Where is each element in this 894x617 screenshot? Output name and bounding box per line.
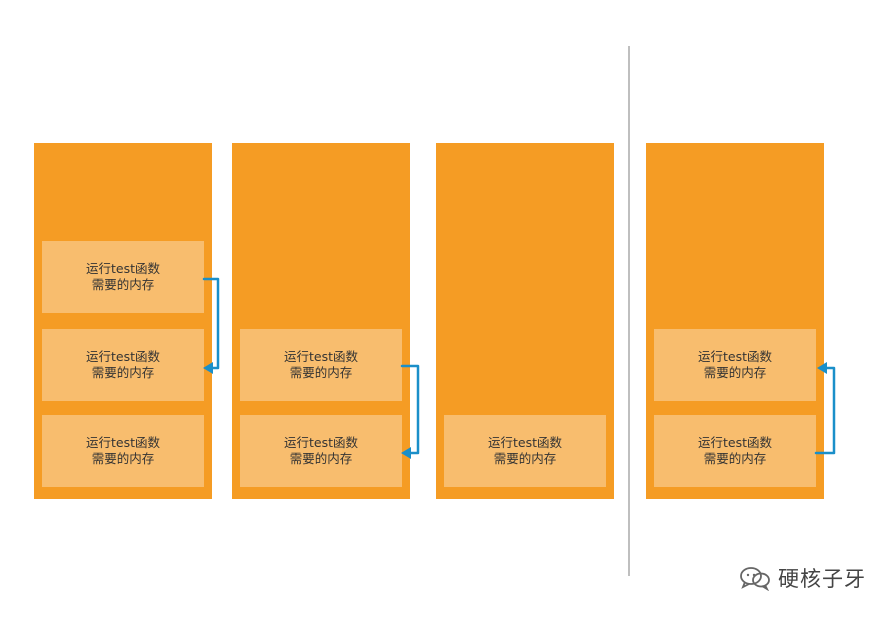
frame-label-line1: 运行test函数 [697,435,772,450]
frame-label-line2: 需要的内存 [289,365,353,380]
frame-label-line1: 运行test函数 [283,435,358,450]
frame-label-line1: 运行test函数 [85,435,160,450]
arrowhead-1 [203,362,213,374]
memory-frame: 运行test函数 需要的内存 [654,415,816,487]
memory-frame: 运行test函数 需要的内存 [444,415,606,487]
stack-column-3: 运行test函数 需要的内存 [436,143,614,499]
frame-label-line2: 需要的内存 [289,451,353,466]
frame-label-line1: 运行test函数 [697,349,772,364]
memory-frame: 运行test函数 需要的内存 [42,415,204,487]
stack-column-1: 运行test函数 需要的内存 运行test函数 需要的内存 运行test函数 需… [34,143,212,499]
memory-frame: 运行test函数 需要的内存 [42,241,204,313]
memory-frame: 运行test函数 需要的内存 [240,329,402,401]
return-arrow-2 [400,364,420,455]
stack-column-4: 运行test函数 需要的内存 运行test函数 需要的内存 [646,143,824,499]
frame-label-line2: 需要的内存 [703,365,767,380]
wechat-icon [740,567,770,591]
return-arrow-1 [202,277,220,370]
call-arrow-3 [814,366,836,455]
watermark-text: 硬核子牙 [778,567,866,591]
arrowhead-3 [817,362,827,374]
memory-frame: 运行test函数 需要的内存 [42,329,204,401]
memory-frame: 运行test函数 需要的内存 [240,415,402,487]
frame-label-line1: 运行test函数 [283,349,358,364]
memory-frame: 运行test函数 需要的内存 [654,329,816,401]
frame-label-line2: 需要的内存 [493,451,557,466]
frame-label-line2: 需要的内存 [91,451,155,466]
arrowhead-2 [401,447,411,459]
frame-label-line2: 需要的内存 [703,451,767,466]
stack-column-2: 运行test函数 需要的内存 运行test函数 需要的内存 [232,143,410,499]
watermark: 硬核子牙 [738,562,866,594]
frame-label-line1: 运行test函数 [85,349,160,364]
frame-label-line2: 需要的内存 [91,365,155,380]
frame-label-line2: 需要的内存 [91,277,155,292]
vertical-divider [628,46,630,576]
frame-label-line1: 运行test函数 [85,261,160,276]
frame-label-line1: 运行test函数 [487,435,562,450]
